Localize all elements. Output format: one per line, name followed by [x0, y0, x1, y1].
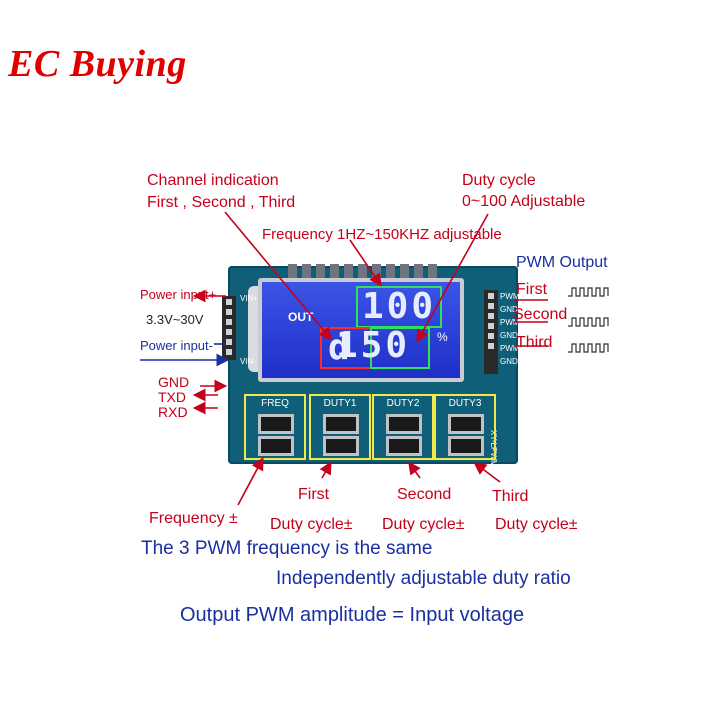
duty1-up-button[interactable] — [323, 414, 359, 434]
pin-label-pwm1: PWM1 — [500, 292, 524, 301]
pwm-output-title: PWM Output — [516, 254, 608, 271]
duty2-button-label: DUTY2 — [386, 398, 420, 409]
pwm-third-label: Third — [516, 334, 553, 351]
pin-label-gnd2: GND — [500, 331, 518, 340]
pwm2-waveform-icon — [568, 317, 609, 327]
lcd-out-label: OUT — [288, 310, 314, 324]
pwm-pin-labels: PWM1 GND PWM2 GND PWM3 GND — [487, 290, 527, 368]
duty1-adjust-label: Duty cycle± — [270, 516, 353, 533]
button-first-label: First — [298, 486, 330, 503]
power-input-plus-label: Power input+ — [140, 287, 217, 302]
freq-down-button[interactable] — [258, 436, 294, 456]
duty1-button-group[interactable]: DUTY1 — [309, 394, 371, 460]
rxd-label: RXD — [158, 404, 188, 420]
button-third-label: Third — [492, 488, 529, 505]
pin-label-vin-minus: VIN- — [240, 357, 256, 366]
duty3-adjust-label: Duty cycle± — [495, 516, 578, 533]
frequency-arrow — [349, 239, 382, 287]
txd-label: TXD — [158, 389, 186, 405]
duty2-button-group[interactable]: DUTY2 — [372, 394, 434, 460]
duty2-up-button[interactable] — [386, 414, 422, 434]
duty2-adjust-label: Duty cycle± — [382, 516, 465, 533]
frequency-range: Frequency 1HZ~150KHZ adjustable — [262, 226, 502, 243]
duty1-down-button[interactable] — [323, 436, 359, 456]
duty3-button-label: DUTY3 — [448, 398, 482, 409]
duty3-button-group[interactable]: DUTY3 — [434, 394, 496, 460]
duty-cycle-title: Duty cycle — [462, 172, 536, 189]
lcd-percent-unit: % — [437, 330, 448, 344]
pwm1-waveform-icon — [568, 287, 609, 297]
duty3-up-button[interactable] — [448, 414, 484, 434]
duty-cycle-range: 0~100 Adjustable — [462, 193, 586, 210]
channel-arrow — [224, 211, 333, 341]
pwm-second-label: Second — [513, 306, 568, 323]
lcd-duty-value: 100 — [362, 286, 437, 327]
duty-arrow — [416, 213, 489, 343]
pin-label-pwm3: PWM3 — [500, 344, 524, 353]
gnd-label: GND — [158, 374, 190, 390]
power-input-minus-label: Power input- — [140, 338, 213, 353]
lcd-channel-value: d — [328, 327, 353, 368]
freq-up-button[interactable] — [258, 414, 294, 434]
freq-button-label: FREQ — [261, 398, 289, 409]
channel-names: First , Second , Third — [147, 194, 296, 211]
brand-logo: EC Buying — [8, 43, 187, 85]
pin-label-pwm2: PWM2 — [500, 318, 524, 327]
button-second-label: Second — [397, 486, 452, 503]
pin-label-gnd1: GND — [500, 305, 518, 314]
lcd-frequency-value: 150 — [336, 325, 411, 366]
frequency-value-highlight — [370, 327, 430, 369]
duty1-button-label: DUTY1 — [323, 398, 357, 409]
note-output-amplitude: Output PWM amplitude = Input voltage — [180, 604, 525, 626]
duty2-down-button[interactable] — [386, 436, 422, 456]
freq-button-group[interactable]: FREQ — [244, 394, 306, 460]
freq-button-arrow — [237, 457, 264, 506]
voltage-range-label: 3.3V~30V — [146, 312, 204, 327]
pwm-output-header — [484, 290, 498, 374]
note-duty-independent: Independently adjustable duty ratio — [276, 568, 571, 589]
channel-indication-title: Channel indication — [147, 172, 279, 189]
duty2-button-arrow — [408, 461, 421, 479]
frequency-adjust-label: Frequency ± — [149, 510, 238, 527]
pwm-first-label: First — [516, 281, 548, 298]
duty3-button-arrow — [473, 462, 501, 483]
lcd-pin-header — [288, 264, 448, 278]
pin-label-gnd3: GND — [500, 357, 518, 366]
pin-label-vin-plus: VIN+ — [240, 294, 259, 303]
note-frequency-same: The 3 PWM frequency is the same — [141, 538, 433, 559]
pwm3-waveform-icon — [568, 343, 609, 353]
duty3-down-button[interactable] — [448, 436, 484, 456]
duty1-button-arrow — [319, 461, 332, 479]
